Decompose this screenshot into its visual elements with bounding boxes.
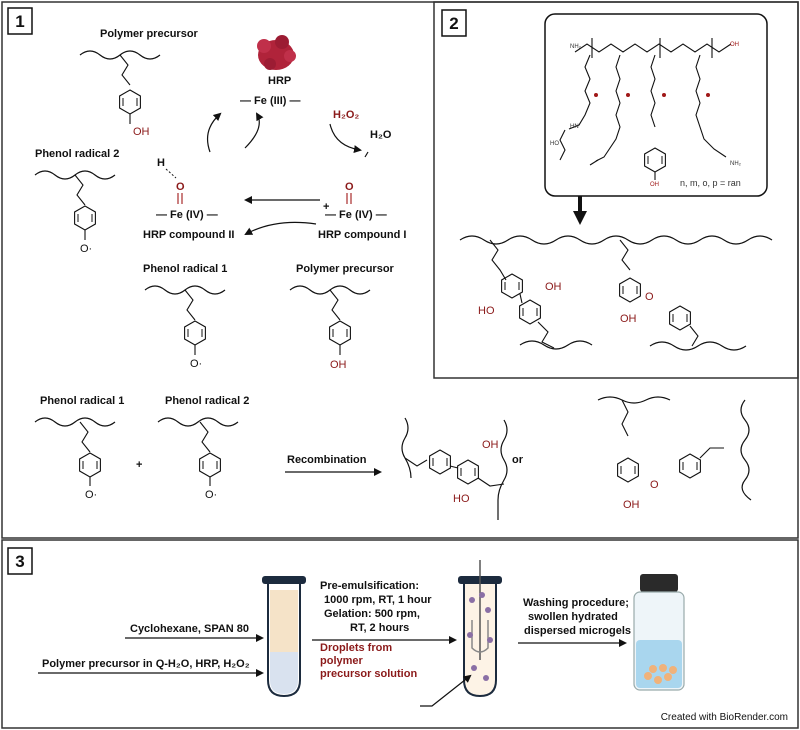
label-o-compound2: O (176, 181, 185, 193)
label-hrp-compound-2: HRP compound II (143, 229, 234, 241)
phenol-radical-1-structure: O· (144, 285, 226, 370)
oh-product-1: OH (482, 439, 499, 451)
label-gelation: Gelation: 500 rpm, (324, 608, 420, 620)
oh-crosslink-2: OH (620, 313, 637, 325)
label-hrp: HRP (268, 75, 291, 87)
panel-1-number: 1 (15, 12, 24, 31)
arrow-cycle-up (207, 112, 222, 153)
polymer-structure-box (544, 13, 768, 197)
label-recomb-phenol-radical-2: Phenol radical 2 (165, 395, 249, 407)
label-droplets-2: polymer (320, 655, 364, 667)
plus-recombination: + (136, 459, 142, 471)
label-plus-radical-cation: + (323, 201, 329, 213)
oh-group-bottom: OH (330, 359, 347, 371)
phenol-radical-2-structure: O· (34, 170, 116, 255)
polymer-precursor-bottom-structure: OH (289, 285, 371, 371)
arrow-droplets (420, 674, 472, 707)
panel-3-number-badge: 3 (7, 547, 33, 575)
oh-product-2: OH (623, 499, 640, 511)
hn-sidechain-1: HN (570, 124, 579, 130)
label-droplets-1: Droplets from (320, 642, 392, 654)
vial-microgels-icon (633, 574, 685, 691)
ho-product-1: HO (453, 493, 470, 505)
oh-group-top: OH (133, 126, 150, 138)
polymer-backbone-structure: NH₂ OH HN HO OH NH₂ (550, 38, 742, 188)
oh-tyramine: OH (650, 182, 659, 188)
formula-note: n, m, o, p = ran (680, 178, 741, 188)
crosslinked-network-structure: HO OH OH O (459, 235, 773, 351)
label-rt-2h: RT, 2 hours (350, 622, 409, 634)
ho-sidechain-1: HO (550, 141, 559, 147)
label-h-atom: H (157, 157, 165, 169)
product-biphenyl-structure: OH HO (401, 417, 508, 520)
o-ether-product: O (650, 479, 659, 491)
label-fe4-left: — Fe (IV) — (156, 209, 218, 221)
label-polymer-precursor-top: Polymer precursor (100, 28, 199, 40)
panel-3-number: 3 (15, 552, 24, 571)
label-cyclohexane: Cyclohexane, SPAN 80 (130, 623, 249, 635)
o-radical-2: O· (80, 243, 92, 255)
nh2-terminal: NH₂ (570, 44, 582, 50)
label-h2o2: H₂O₂ (333, 109, 359, 121)
tube-2-icon (458, 560, 502, 698)
arrow-h2o2-reaction (329, 123, 362, 153)
label-recombination: Recombination (287, 454, 367, 466)
panel-2-frame (433, 1, 799, 379)
recomb-radical-2-structure: O· (157, 417, 239, 501)
hrp-protein-icon (257, 35, 296, 70)
label-phenol-radical-2: Phenol radical 2 (35, 148, 119, 160)
panel-1-number-badge: 1 (7, 7, 33, 35)
label-1000rpm: 1000 rpm, RT, 1 hour (324, 594, 432, 606)
o-radical-recomb-2: O· (205, 489, 217, 501)
label-washing-3: dispersed microgels (524, 625, 631, 637)
o-radical-1: O· (190, 358, 202, 370)
panel-2-number: 2 (449, 14, 458, 33)
oh-crosslink-1: OH (545, 281, 562, 293)
label-washing-1: Washing procedure; (523, 597, 629, 609)
label-washing-2: swollen hydrated (528, 611, 618, 623)
polymer-precursor-top-structure: OH (79, 50, 161, 138)
label-pre-emulsification: Pre-emulsification: (320, 580, 419, 592)
arrow-oxidation-right (244, 112, 264, 149)
o-radical-recomb-1: O· (85, 489, 97, 501)
ho-crosslink-1: HO (478, 305, 495, 317)
panel-2-number-badge: 2 (441, 9, 467, 37)
nh2-sidechain: NH₂ (730, 161, 742, 167)
biorender-credit: Created with BioRender.com (661, 712, 788, 723)
label-h2o: H₂O (370, 129, 392, 141)
oh-terminal: OH (730, 42, 739, 48)
recomb-radical-1-structure: O· (34, 417, 116, 501)
label-recomb-phenol-radical-1: Phenol radical 1 (40, 395, 124, 407)
label-polymer-precursor-bottom: Polymer precursor (296, 263, 395, 275)
label-o-compound1: O (345, 181, 354, 193)
product-diphenylether-structure: O OH (597, 396, 752, 511)
label-polymer-solution: Polymer precursor in Q-H₂O, HRP, H₂O₂ (42, 658, 250, 670)
label-fe4-right: — Fe (IV) — (325, 209, 387, 221)
label-fe3: — Fe (III) — (240, 95, 301, 107)
label-or: or (512, 454, 524, 466)
tube-1-icon (262, 576, 306, 698)
arrow-phenol-oxidation (244, 221, 317, 235)
panel-3-frame (1, 539, 799, 729)
label-droplets-3: precursor solution (320, 668, 417, 680)
label-phenol-radical-1: Phenol radical 1 (143, 263, 227, 275)
label-hrp-compound-1: HRP compound I (318, 229, 406, 241)
o-ether-network: O (645, 291, 654, 303)
